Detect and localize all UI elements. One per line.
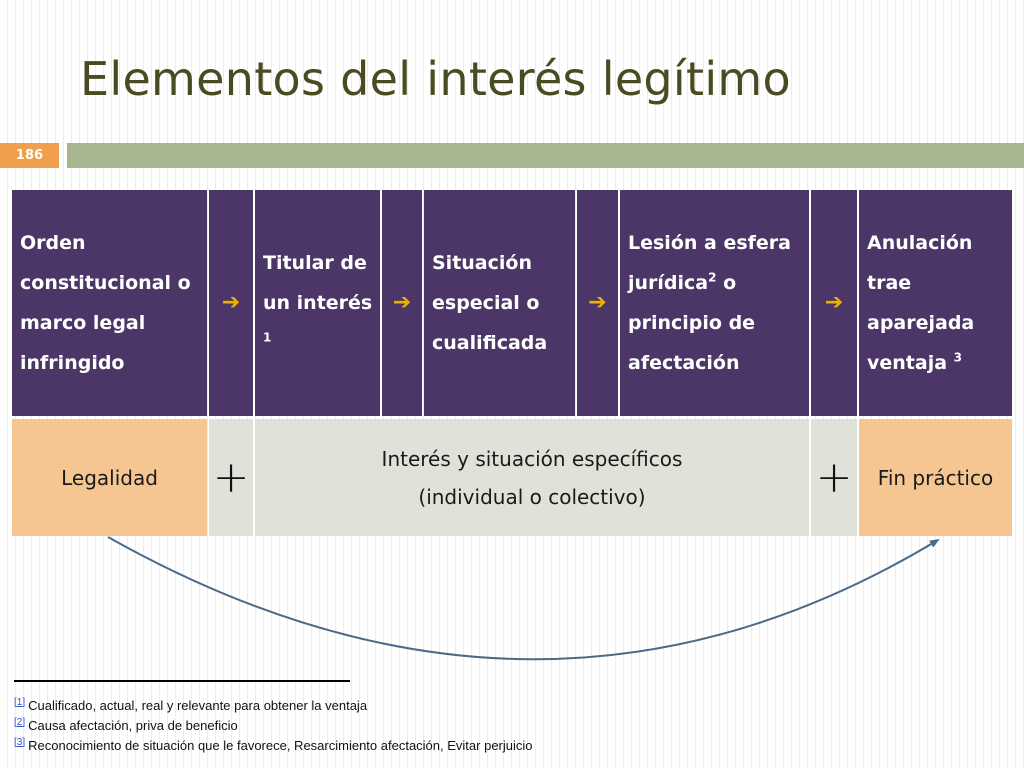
plus-icon: + [212,451,250,503]
cell-lesion-label-a: Lesión a esfera jurídica [628,232,791,294]
footnote-link-1[interactable]: [1] [14,696,26,708]
arrow-cell-3: ➔ [577,190,618,416]
footnote-1: [1]Cualificado, actual, real y relevante… [14,696,533,716]
cell-lesion: Lesión a esfera jurídica2 o principio de… [620,190,809,416]
cell-anulacion-label: Anulación trae aparejada ventaja [867,232,975,374]
right-arrow-icon: ➔ [221,290,241,315]
slide-title: Elementos del interés legítimo [80,52,791,106]
footnote-link-3[interactable]: [3] [14,736,26,748]
cell-orden-label: Orden constitucional o marco legal infri… [20,232,191,374]
footnote-text-3: Reconocimiento de situación que le favor… [28,738,533,753]
footnote-separator [14,680,350,682]
cell-legalidad-label: Legalidad [61,465,158,490]
title-rule-bar [67,143,1024,168]
arrow-cell-4: ➔ [811,190,857,416]
cell-titular: Titular de un interés 1 [255,190,380,416]
footnote-2: [2]Causa afectación, priva de beneficio [14,716,533,736]
right-arrow-icon: ➔ [588,290,607,315]
cell-situacion-especial: Situación especial o cualificada [424,190,575,416]
plus-icon: + [815,451,853,503]
right-arrow-icon: ➔ [824,290,844,315]
right-arrow-icon: ➔ [392,290,412,315]
footnote-text-2: Causa afectación, priva de beneficio [28,718,238,733]
cell-interes-line2: (individual o colectivo) [418,484,646,509]
cell-lesion-label-b: o principio de afectación [628,272,756,374]
footnote-ref-3: 3 [953,350,963,365]
plus-cell-2: + [811,419,857,536]
slide-number: 186 [0,143,59,168]
cell-fin-practico-label: Fin práctico [877,465,994,490]
arrow-cell-1: ➔ [209,190,253,416]
cell-interes-line1: Interés y situación específicos [381,446,683,471]
cell-legalidad: Legalidad [12,419,207,536]
curved-arrow-path [107,536,940,661]
plus-cell-1: + [209,419,253,536]
footnote-ref-1: 1 [263,330,272,345]
cell-anulacion: Anulación trae aparejada ventaja 3 [859,190,1012,416]
arrow-cell-2: ➔ [382,190,422,416]
footnotes: [1]Cualificado, actual, real y relevante… [14,696,533,756]
cell-situacion-label: Situación especial o cualificada [432,252,548,354]
cell-fin-practico: Fin práctico [859,419,1012,536]
cell-titular-label: Titular de un interés [263,252,373,314]
cell-interes-situacion: Interés y situación específicos (individ… [255,419,809,536]
footnote-3: [3]Reconocimiento de situación que le fa… [14,736,533,756]
footnote-text-1: Cualificado, actual, real y relevante pa… [28,698,368,713]
footnote-link-2[interactable]: [2] [14,716,26,728]
cell-orden-constitucional: Orden constitucional o marco legal infri… [12,190,207,416]
footnote-ref-2: 2 [708,270,717,285]
